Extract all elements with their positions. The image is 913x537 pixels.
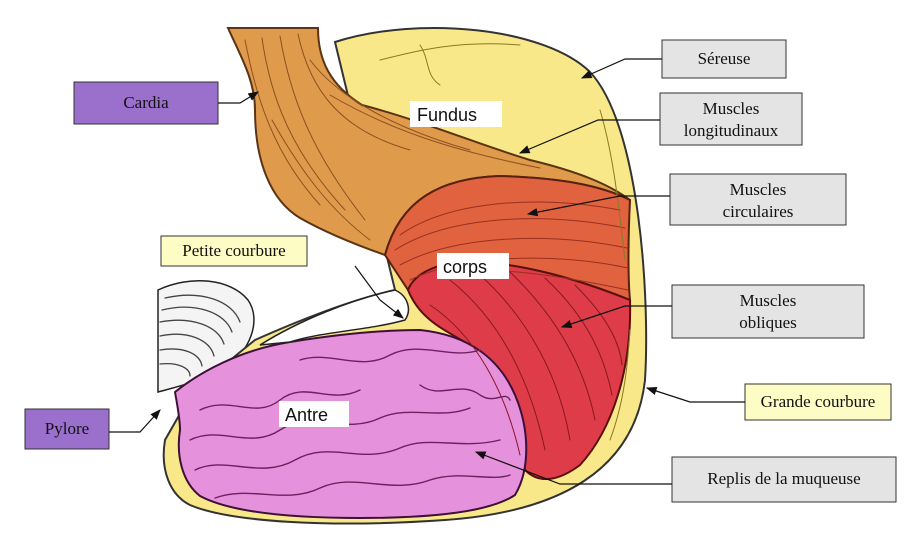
antre-label: Antre	[285, 405, 328, 425]
grande-courbure-box	[744, 383, 892, 421]
petite-courbure-leader	[354, 265, 404, 319]
muscles-circulaires-leader	[526, 195, 670, 217]
replis-label: Replis de la muqueuse	[707, 469, 860, 488]
corps-label-bg	[437, 253, 509, 279]
grande-courbure-label: Grande courbure	[761, 392, 876, 411]
pylore-leader	[109, 409, 161, 433]
replis-leader	[474, 451, 672, 485]
replis-box	[671, 456, 897, 503]
corps-label: corps	[443, 257, 487, 277]
antre-label-bg	[279, 401, 349, 427]
cardia-box	[73, 81, 219, 125]
pylore-box	[24, 408, 110, 450]
pylore-label: Pylore	[45, 419, 89, 438]
muscles-longitudinaux-label-1: Muscles	[703, 99, 760, 118]
muscles-longitudinaux-label-2: longitudinaux	[684, 121, 779, 140]
muscles-obliques-box	[671, 284, 865, 339]
serosa-vessels	[379, 43, 631, 441]
petite-courbure-box	[160, 235, 308, 267]
petite-courbure-label: Petite courbure	[182, 241, 285, 260]
muscles-obliques-label-1: Muscles	[740, 291, 797, 310]
muscles-circulaires-box	[669, 173, 847, 226]
fundus-label-bg	[410, 101, 502, 127]
mucosal-folds	[189, 348, 511, 499]
muscles-longitudinaux-leader	[518, 119, 660, 154]
grande-courbure-leader	[645, 386, 745, 403]
cardia-leader	[218, 91, 260, 104]
sereuse-label: Séreuse	[698, 49, 751, 68]
muscles-circulaires-label-1: Muscles	[730, 180, 787, 199]
muscles-obliques-leader	[560, 305, 672, 328]
sereuse-box	[661, 39, 787, 79]
muscles-obliques-label-2: obliques	[739, 313, 797, 332]
muscles-longitudinaux-box	[659, 92, 803, 146]
cardia-label: Cardia	[123, 93, 169, 112]
longitudinal-fibers	[244, 33, 541, 241]
sereuse-leader	[580, 58, 662, 79]
lesser-curvature-notch	[259, 289, 410, 346]
fundus-label: Fundus	[417, 105, 477, 125]
muscles-circulaires-label-2: circulaires	[723, 202, 794, 221]
oblique-fibers	[429, 271, 623, 456]
